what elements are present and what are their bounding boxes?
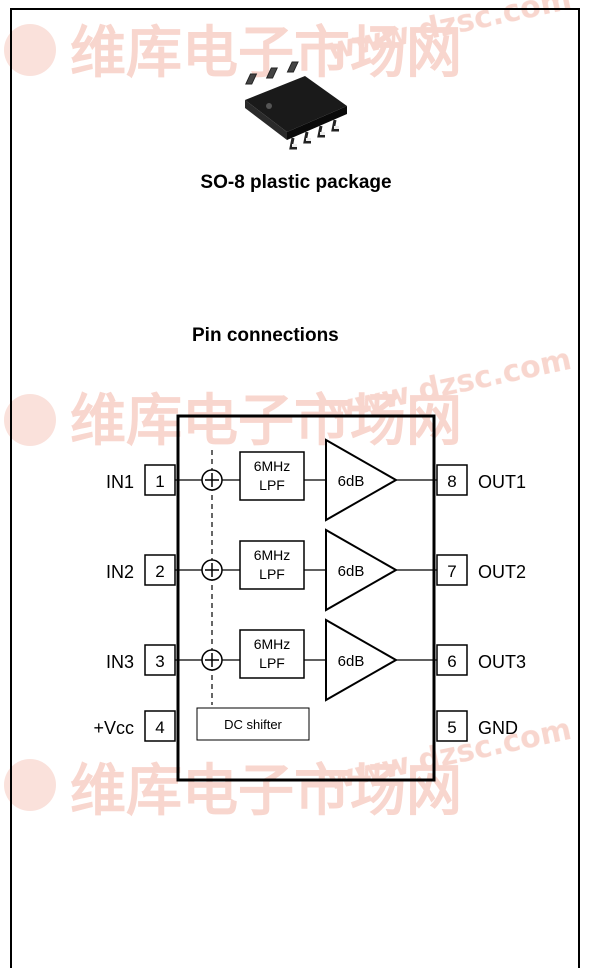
pin-number: 7 <box>447 562 456 581</box>
pin-label: IN1 <box>106 472 134 492</box>
so8-package-image <box>245 61 347 150</box>
pin-number: 5 <box>447 718 456 737</box>
lpf-label-line2: LPF <box>259 477 285 493</box>
pin-box <box>436 644 468 676</box>
pin-number: 1 <box>155 472 164 491</box>
pin-2: 2 IN2 <box>106 554 176 586</box>
lpf-label-line1: 6MHz <box>254 547 291 563</box>
dc-shifter: DC shifter <box>196 707 310 741</box>
pin-6: 6 OUT3 <box>436 644 526 676</box>
pin-label: IN2 <box>106 562 134 582</box>
channel-3: 6MHz LPF 6dB <box>175 618 437 702</box>
pin-1: 1 IN1 <box>106 464 176 496</box>
lpf-block <box>239 540 305 590</box>
pin-number: 3 <box>155 652 164 671</box>
page-frame <box>10 8 580 968</box>
amplifier-icon <box>325 618 399 702</box>
pin-number: 4 <box>155 718 164 737</box>
lpf-label-line1: 6MHz <box>254 458 291 474</box>
amplifier-icon <box>325 528 399 612</box>
pin-box <box>144 644 176 676</box>
amp-gain-label: 6dB <box>338 653 365 670</box>
lpf-block <box>239 629 305 679</box>
channel-1: 6MHz LPF 6dB <box>175 438 437 522</box>
pin-label: IN3 <box>106 652 134 672</box>
chip-outline <box>176 414 436 782</box>
pin-label: OUT3 <box>478 652 526 672</box>
pin-number: 6 <box>447 652 456 671</box>
pin-label: OUT2 <box>478 562 526 582</box>
pin-number: 2 <box>155 562 164 581</box>
amplifier-icon <box>325 438 399 522</box>
channel-2: 6MHz LPF 6dB <box>175 528 437 612</box>
pin-box <box>144 554 176 586</box>
lpf-label-line1: 6MHz <box>254 636 291 652</box>
dc-shifter-block <box>196 707 310 741</box>
lpf-label-line2: LPF <box>259 566 285 582</box>
pin-number: 8 <box>447 472 456 491</box>
lpf-label-line2: LPF <box>259 655 285 671</box>
lpf-block <box>239 451 305 501</box>
pin-3: 3 IN3 <box>106 644 176 676</box>
pin-box <box>436 710 468 742</box>
pin-8: 8 OUT1 <box>436 464 526 496</box>
pin-5: 5 GND <box>436 710 518 742</box>
pin-box <box>144 464 176 496</box>
pin-box <box>436 464 468 496</box>
pin-box <box>144 710 176 742</box>
amp-gain-label: 6dB <box>338 473 365 490</box>
dc-shifter-label: DC shifter <box>224 717 282 732</box>
pin-7: 7 OUT2 <box>436 554 526 586</box>
pin-4: 4 +Vcc <box>93 710 176 742</box>
package-caption: SO-8 plastic package <box>200 172 392 193</box>
pin-connections-caption: Pin connections <box>192 325 339 346</box>
pin-label: GND <box>478 718 518 738</box>
pin-label: +Vcc <box>93 718 134 738</box>
amp-gain-label: 6dB <box>338 563 365 580</box>
pin-label: OUT1 <box>478 472 526 492</box>
